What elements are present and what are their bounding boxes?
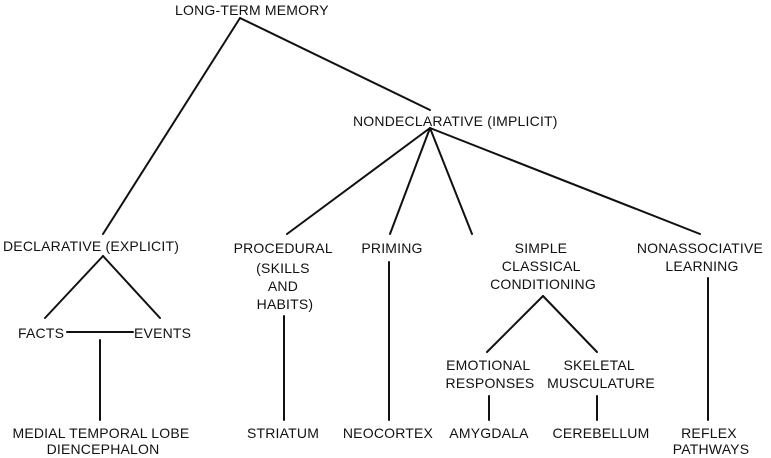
- node-medial-temporal-lobe-line1: MEDIAL TEMPORAL LOBE: [12, 425, 189, 441]
- node-simple-line3: CONDITIONING: [490, 276, 596, 292]
- node-simple-classical-conditioning: SIMPLE CLASSICAL CONDITIONING: [490, 240, 596, 292]
- node-emotional-responses: EMOTIONAL RESPONSES: [446, 357, 535, 391]
- node-emotional-line1: EMOTIONAL: [446, 357, 530, 373]
- node-nonassociative-learning: NONASSOCIATIVE LEARNING: [637, 240, 767, 274]
- node-simple-line2: CLASSICAL: [502, 258, 581, 274]
- node-striatum: STRIATUM: [247, 425, 319, 441]
- node-procedural-line4: HABITS): [257, 296, 314, 312]
- node-reflex-line2: PATHWAYS: [673, 441, 750, 457]
- node-medial-temporal-lobe: MEDIAL TEMPORAL LOBE DIENCEPHALON: [12, 425, 193, 457]
- edge-nondeclarative-simple: [429, 127, 473, 235]
- edge-simple-skeletal: [542, 295, 598, 353]
- node-events: EVENTS: [134, 325, 191, 341]
- edge-root-declarative: [102, 17, 241, 235]
- node-amygdala: AMYGDALA: [449, 425, 529, 441]
- node-reflex-pathways: REFLEX PATHWAYS: [673, 425, 750, 457]
- node-medial-temporal-lobe-line2: DIENCEPHALON: [47, 441, 160, 457]
- edge-declarative-facts: [44, 255, 104, 319]
- node-nonassociative-line2: LEARNING: [665, 258, 738, 274]
- edge-nondeclarative-procedural: [286, 127, 431, 235]
- connector-lines: [44, 17, 709, 421]
- node-emotional-line2: RESPONSES: [446, 375, 535, 391]
- node-nondeclarative: NONDECLARATIVE (IMPLICIT): [353, 113, 558, 129]
- node-skeletal-line1: SKELETAL: [564, 357, 635, 373]
- node-skeletal-line2: MUSCULATURE: [547, 375, 655, 391]
- node-declarative: DECLARATIVE (EXPLICIT): [3, 238, 179, 254]
- node-procedural: PROCEDURAL (SKILLS AND HABITS): [234, 240, 337, 312]
- node-long-term-memory: LONG-TERM MEMORY: [175, 2, 329, 18]
- node-facts: FACTS: [18, 325, 64, 341]
- node-priming: PRIMING: [361, 240, 422, 256]
- node-nonassociative-line1: NONASSOCIATIVE: [637, 240, 763, 256]
- node-cerebellum: CEREBELLUM: [553, 425, 650, 441]
- node-labels: LONG-TERM MEMORY DECLARATIVE (EXPLICIT) …: [3, 2, 767, 457]
- edge-declarative-events: [102, 255, 161, 319]
- edge-nondeclarative-nonassociative: [429, 127, 701, 235]
- edge-nondeclarative-priming: [389, 127, 431, 235]
- node-procedural-line2: (SKILLS: [256, 260, 310, 276]
- node-neocortex: NEOCORTEX: [343, 425, 434, 441]
- node-skeletal-musculature: SKELETAL MUSCULATURE: [547, 357, 655, 391]
- node-reflex-line1: REFLEX: [681, 425, 737, 441]
- edge-root-nondeclarative: [239, 17, 431, 111]
- node-procedural-line1: PROCEDURAL: [234, 240, 333, 256]
- node-simple-line1: SIMPLE: [515, 240, 568, 256]
- node-procedural-line3: AND: [268, 278, 298, 294]
- edge-simple-emotional: [486, 295, 544, 353]
